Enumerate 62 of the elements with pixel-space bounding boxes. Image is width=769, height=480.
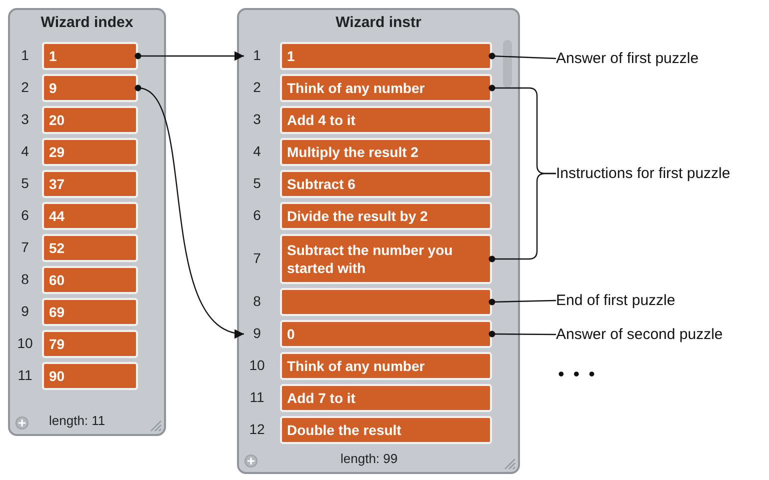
annotation: Instructions for first puzzle — [556, 165, 730, 182]
item-number: 10 — [248, 357, 266, 373]
list-item: 69 — [42, 298, 138, 326]
arrow — [134, 51, 244, 61]
list-item: 1 — [280, 42, 492, 70]
item-number: 7 — [20, 239, 30, 255]
list-item: 90 — [42, 362, 138, 390]
list-panel — [237, 8, 520, 474]
list-length: length: 11 — [49, 413, 106, 428]
item-number: 10 — [16, 335, 34, 351]
list-item: Add 7 to it — [280, 384, 492, 412]
annotation: Answer of second puzzle — [556, 326, 723, 343]
list-item: 79 — [42, 330, 138, 358]
item-number: 2 — [20, 79, 30, 95]
list-item: Divide the result by 2 — [280, 202, 492, 230]
list-item: Multiply the result 2 — [280, 138, 492, 166]
list-panel — [8, 8, 166, 436]
list-item: 9 — [42, 74, 138, 102]
leader-line — [488, 52, 556, 60]
list-item: Think of any number — [280, 74, 492, 102]
list-length: length: 99 — [340, 451, 398, 466]
annotation: End of first puzzle — [556, 292, 676, 309]
item-number: 9 — [252, 325, 262, 341]
item-number: 7 — [252, 250, 262, 266]
list-item: 20 — [42, 106, 138, 134]
arrow — [134, 84, 244, 336]
list-item: Subtract the number you started with — [280, 234, 492, 284]
list-title: Wizard instr — [334, 14, 422, 31]
annotation: Answer of first puzzle — [556, 50, 699, 67]
item-number: 6 — [20, 207, 30, 223]
item-number: 5 — [20, 175, 30, 191]
list-item: 44 — [42, 202, 138, 230]
item-number: 11 — [248, 389, 266, 405]
item-number: 8 — [20, 271, 30, 287]
item-number: 4 — [252, 143, 262, 159]
item-number: 3 — [252, 111, 262, 127]
item-number: 9 — [20, 303, 30, 319]
item-number: 4 — [20, 143, 30, 159]
list-item: 60 — [42, 266, 138, 294]
ellipsis-note: • • • — [558, 364, 597, 385]
list-item: Add 4 to it — [280, 106, 492, 134]
list-item: Subtract 6 — [280, 170, 492, 198]
leader-line — [488, 298, 556, 306]
list-item: 37 — [42, 170, 138, 198]
item-number: 12 — [248, 421, 266, 437]
item-number: 11 — [16, 367, 34, 383]
item-number: 1 — [20, 47, 30, 63]
list-item: Double the result — [280, 416, 492, 444]
list-title: Wizard index — [40, 14, 134, 31]
list-item: 0 — [280, 320, 492, 348]
item-number: 1 — [252, 47, 262, 63]
list-item: Think of any number — [280, 352, 492, 380]
item-number: 3 — [20, 111, 30, 127]
item-number: 8 — [252, 293, 262, 309]
list-item: 29 — [42, 138, 138, 166]
item-number: 2 — [252, 79, 262, 95]
item-number: 5 — [252, 175, 262, 191]
list-item: 1 — [42, 42, 138, 70]
item-number: 6 — [252, 207, 262, 223]
leader-line — [488, 330, 556, 338]
leader-line — [488, 172, 556, 262]
list-item: 52 — [42, 234, 138, 262]
